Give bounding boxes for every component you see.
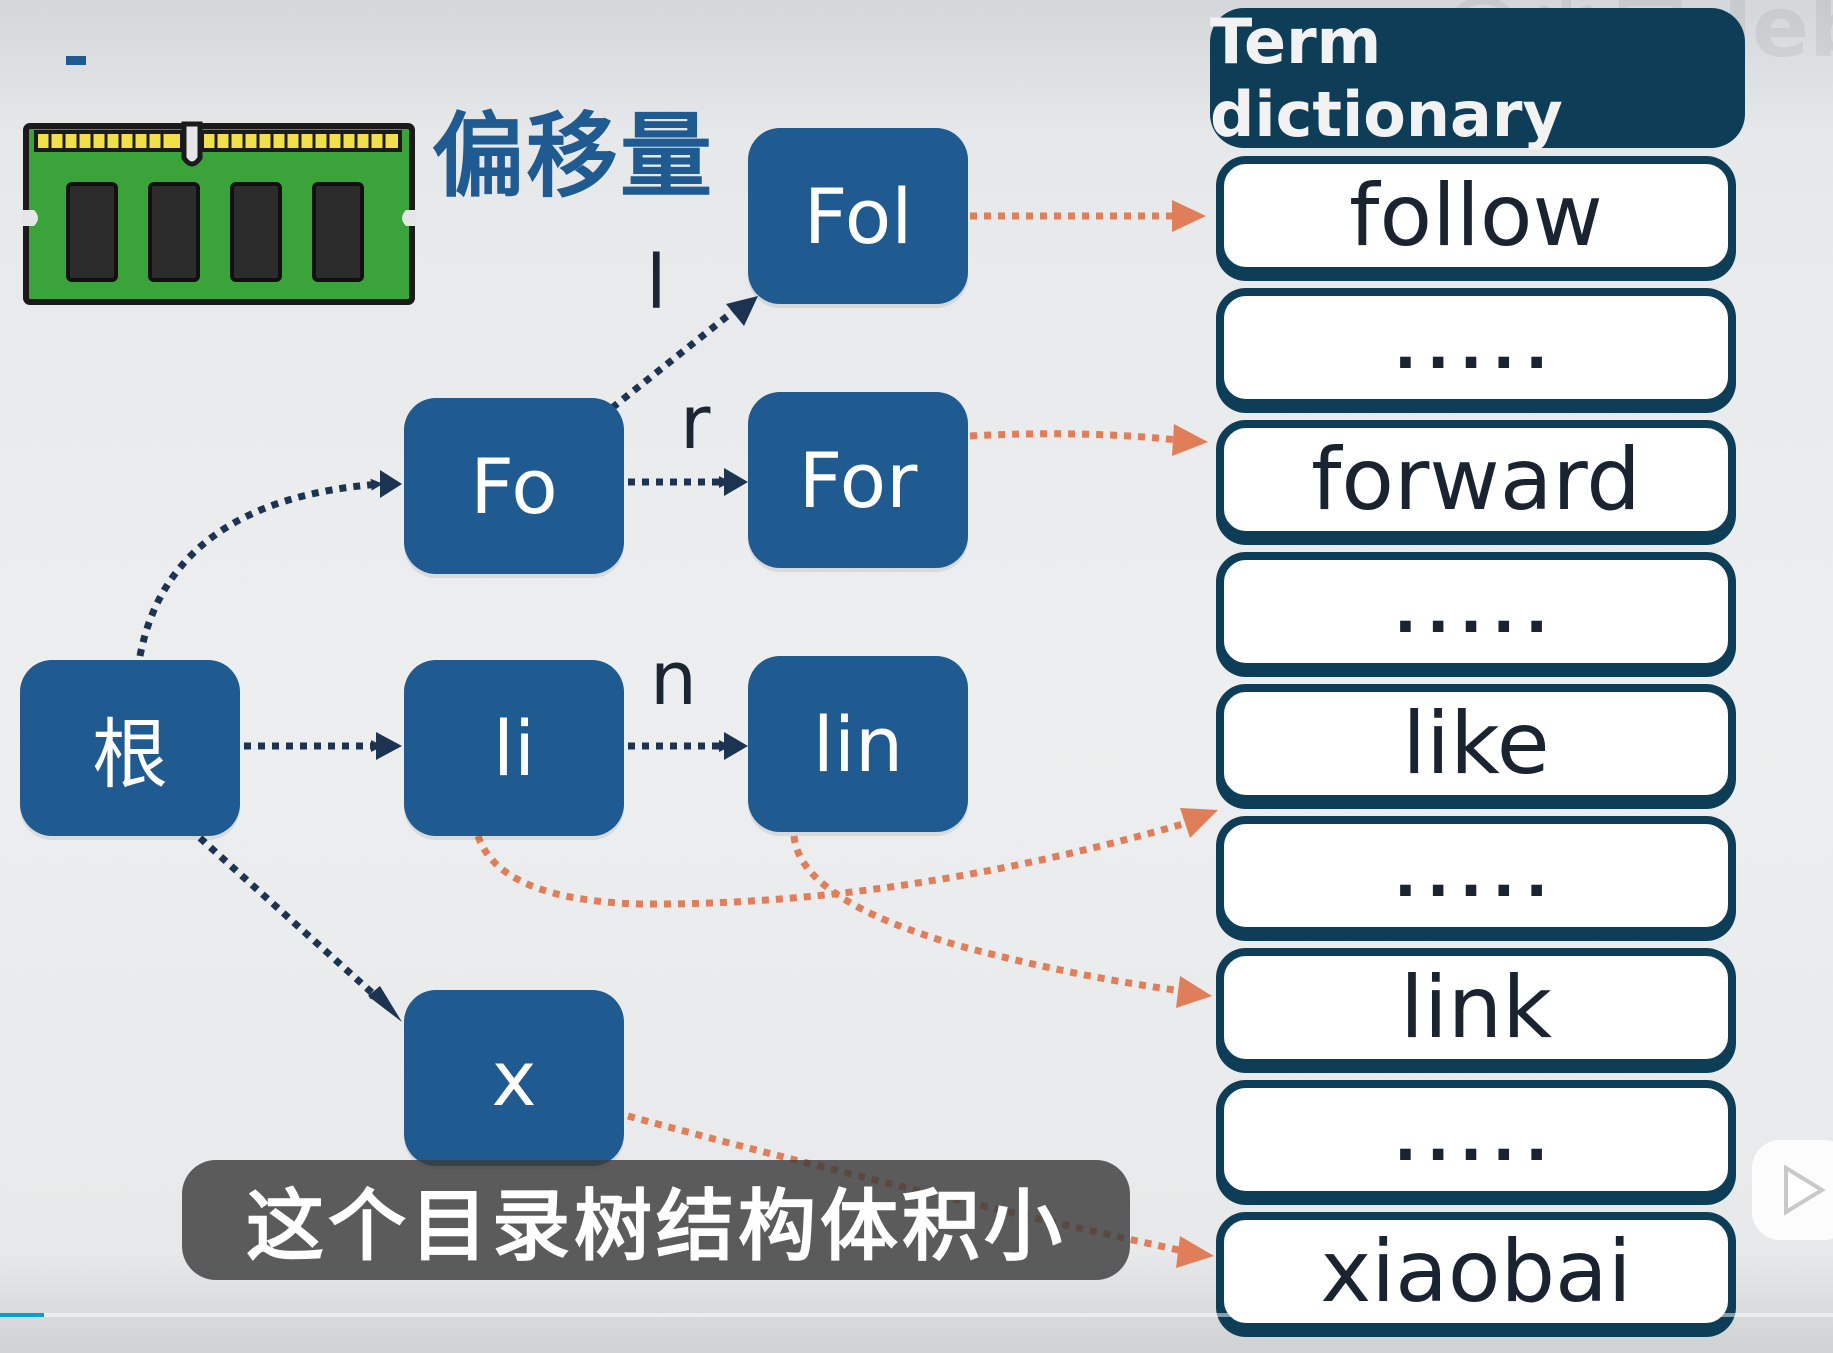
edge-label-l: l — [646, 240, 667, 326]
node-fo-label: Fo — [470, 441, 558, 531]
memory-module-icon — [22, 121, 416, 305]
pointer-for-forward — [969, 430, 1179, 444]
play-icon — [1784, 1164, 1826, 1216]
node-root: 根 — [20, 660, 240, 836]
node-x: x — [404, 990, 624, 1166]
pointer-li-like — [474, 818, 1191, 908]
dictionary-row-ellipsis: ..... — [1216, 552, 1736, 671]
node-li-label: li — [492, 703, 536, 793]
dictionary-row-ellipsis: ..... — [1216, 288, 1736, 407]
node-fol-label: Fol — [803, 171, 913, 261]
node-for-label: For — [798, 435, 918, 525]
video-progress-track[interactable] — [0, 1313, 1833, 1317]
node-li: li — [404, 660, 624, 836]
node-lin-label: lin — [812, 699, 904, 789]
edge-root-x — [197, 835, 383, 1003]
offset-label: 偏移量 — [432, 103, 715, 210]
video-progress-fill — [0, 1313, 44, 1317]
play-button[interactable] — [1752, 1140, 1833, 1240]
edge-root-fo — [136, 478, 383, 657]
dictionary-row-ellipsis: ..... — [1216, 816, 1736, 935]
node-for: For — [748, 392, 968, 568]
dictionary-row: xiaobai — [1216, 1212, 1736, 1331]
dictionary-row: link — [1216, 948, 1736, 1067]
subtitle-caption: 这个目录树结构体积小 — [182, 1160, 1130, 1280]
edge-label-n: n — [650, 636, 697, 722]
dictionary-row-ellipsis: ..... — [1216, 1080, 1736, 1199]
dictionary-row: like — [1216, 684, 1736, 803]
term-dictionary-title: Term dictionary — [1210, 5, 1745, 151]
node-root-label: 根 — [92, 710, 168, 799]
node-fol: Fol — [748, 128, 968, 304]
node-lin: lin — [748, 656, 968, 832]
node-fo: Fo — [404, 398, 624, 574]
node-x-label: x — [491, 1033, 537, 1123]
edge-fo-fol — [609, 303, 743, 411]
pointer-lin-link — [790, 835, 1191, 996]
dictionary-row: follow — [1216, 156, 1736, 275]
dictionary-row: forward — [1216, 420, 1736, 539]
dash-mark — [66, 56, 86, 65]
edge-label-r: r — [680, 380, 711, 466]
